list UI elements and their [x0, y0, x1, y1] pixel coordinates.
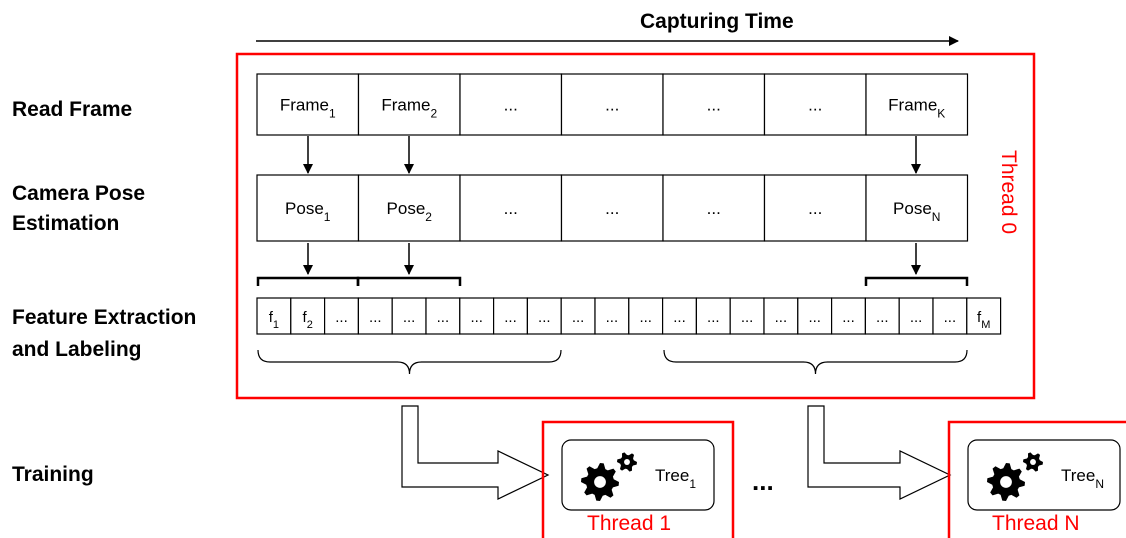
feature-cell — [864, 297, 900, 335]
between-trees-ellipsis: ... — [752, 466, 774, 496]
thread-n-container — [947, 420, 1126, 538]
frame-cell — [560, 73, 664, 136]
feature-label: ... — [639, 309, 652, 326]
feature-cell — [425, 297, 461, 335]
thread-0-container — [235, 52, 1036, 400]
feature-label: ... — [808, 309, 821, 326]
feature-label: ... — [842, 309, 855, 326]
brace-icon — [257, 349, 562, 375]
pose-label: Pose2 — [387, 199, 433, 224]
frame-cell — [459, 73, 563, 136]
frame-label: ... — [605, 96, 619, 115]
feature-label: ... — [910, 309, 923, 326]
frame-label: FrameK — [888, 96, 945, 121]
row-label-pose-2: Estimation — [12, 212, 120, 235]
frame-row: Frame1 Frame2............ FrameK — [256, 73, 969, 136]
feature-cell — [729, 297, 765, 335]
feature-label: ... — [707, 309, 720, 326]
feature-cell — [526, 297, 562, 335]
feature-cell — [560, 297, 596, 335]
feature-label: ... — [673, 309, 686, 326]
thread-0-label: Thread 0 — [997, 150, 1020, 234]
pose-row: Pose1 Pose2............ PoseN — [256, 174, 969, 242]
frame-label: ... — [504, 96, 518, 115]
feature-label: ... — [741, 309, 754, 326]
hollow-arrow-icon — [807, 405, 952, 500]
pose-cell — [763, 174, 867, 242]
frame-cell — [357, 73, 461, 136]
pose-cell — [865, 174, 969, 242]
feature-cell — [594, 297, 630, 335]
thread-1-container — [541, 420, 735, 538]
frame-label: Frame1 — [280, 96, 336, 121]
tree-1-box — [561, 439, 715, 511]
bracket-icon — [864, 276, 969, 286]
feature-label: f1 — [269, 309, 279, 331]
pose-label: ... — [808, 199, 822, 218]
row-label-read-frame: Read Frame — [12, 98, 133, 121]
feature-cell — [493, 297, 529, 335]
frame-cell — [763, 73, 867, 136]
gears-icon — [987, 452, 1043, 501]
pose-cell — [560, 174, 664, 242]
feature-label: fM — [977, 309, 990, 331]
bracket-icon — [356, 276, 462, 286]
pose-cell — [256, 174, 360, 242]
thread-1-label: Thread 1 — [587, 512, 671, 535]
tree-n-box — [967, 439, 1121, 511]
pose-label: ... — [707, 199, 721, 218]
feature-label: ... — [504, 309, 517, 326]
tree-1-label: Tree1 — [655, 466, 696, 491]
feature-cell — [932, 297, 968, 335]
thread-n-label: Thread N — [992, 512, 1080, 535]
feature-label: ... — [403, 309, 416, 326]
feature-cell — [290, 297, 326, 335]
pose-label: ... — [504, 199, 518, 218]
hollow-arrow-icon — [401, 405, 550, 500]
pose-label: ... — [605, 199, 619, 218]
frame-cell — [865, 73, 969, 136]
row-label-training: Training — [12, 463, 94, 486]
pose-label: Pose1 — [285, 199, 331, 224]
feature-cell — [459, 297, 495, 335]
feature-row: f1 f2....................................… — [256, 297, 1002, 335]
frame-label: ... — [808, 96, 822, 115]
feature-label: f2 — [303, 309, 313, 331]
capturing-time-title: Capturing Time — [640, 10, 794, 33]
feature-label: ... — [470, 309, 483, 326]
pose-label: PoseN — [893, 199, 940, 224]
feature-label: ... — [606, 309, 619, 326]
bracket-icon — [256, 276, 360, 286]
feature-label: ... — [572, 309, 585, 326]
feature-label: ... — [437, 309, 450, 326]
feature-label: ... — [369, 309, 382, 326]
feature-label: ... — [944, 309, 957, 326]
feature-cell — [324, 297, 360, 335]
pose-cell — [662, 174, 766, 242]
feature-cell — [898, 297, 934, 335]
row-label-pose-1: Camera Pose — [12, 182, 146, 205]
row-label-feature-1: Feature Extraction — [12, 306, 197, 329]
gears-icon — [581, 452, 637, 501]
feature-label: ... — [335, 309, 348, 326]
frame-label: ... — [707, 96, 721, 115]
brace-icon — [663, 349, 968, 375]
feature-cell — [966, 297, 1002, 335]
pose-cell — [459, 174, 563, 242]
row-label-feature-2: and Labeling — [12, 338, 142, 361]
feature-label: ... — [775, 309, 788, 326]
frame-label: Frame2 — [381, 96, 437, 121]
feature-cell — [256, 297, 292, 335]
feature-label: ... — [538, 309, 551, 326]
tree-n-label: TreeN — [1061, 466, 1104, 491]
connectors — [256, 136, 969, 375]
feature-label: ... — [876, 309, 889, 326]
